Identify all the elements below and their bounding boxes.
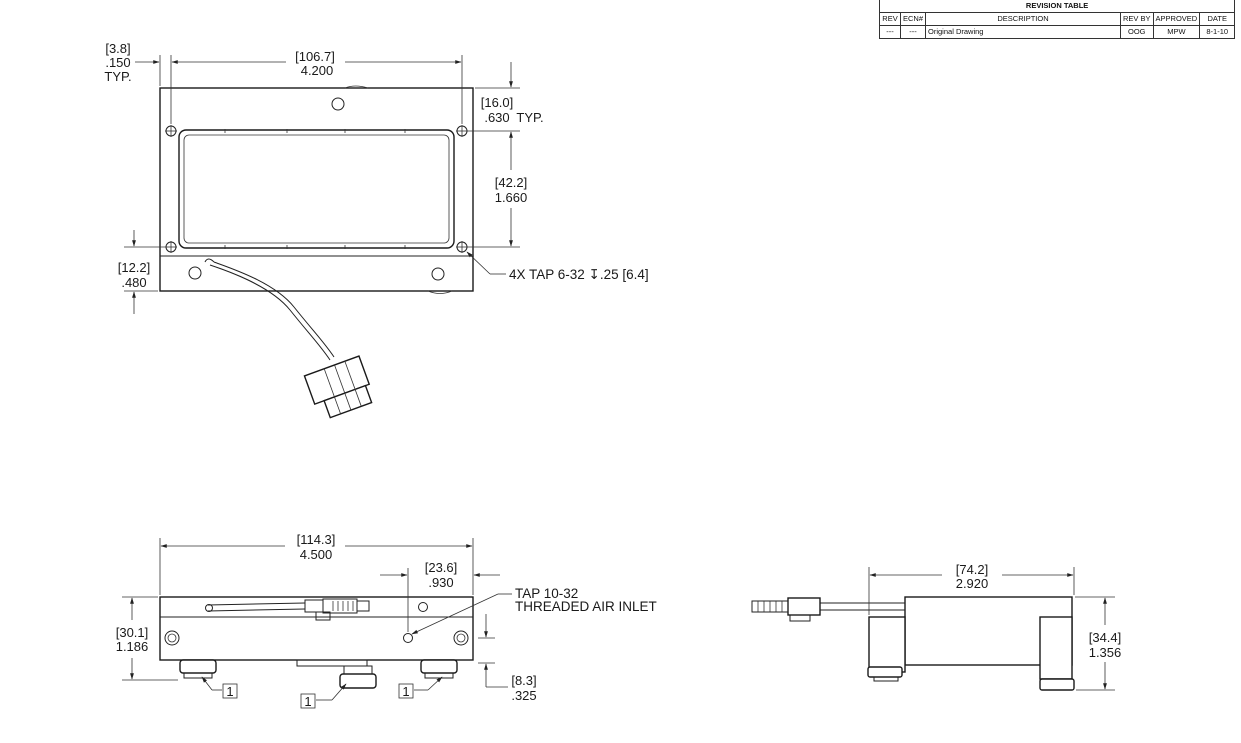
- balloon-label: 1: [226, 684, 233, 699]
- date-cell: 8-1-10: [1199, 25, 1236, 39]
- side-view: [74.2] 2.920 [34.4] 1.356: [751, 562, 1122, 691]
- side-dim-height-in: 1.356: [1089, 645, 1122, 660]
- mounting-hole: [165, 125, 177, 137]
- balloon: 1: [398, 676, 443, 699]
- dim-hole-offset-mm: [3.8]: [105, 41, 130, 56]
- foot: [179, 659, 217, 674]
- dim-inlet-height-mm: [8.3]: [511, 673, 536, 688]
- dim-hole-y-mm: [16.0]: [481, 95, 514, 110]
- foot: [1039, 678, 1075, 691]
- tap-callout: 4X TAP 6-32 ↧.25 [6.4]: [509, 267, 649, 282]
- side-dim-height-mm: [34.4]: [1089, 630, 1122, 645]
- front-view-body: [159, 596, 474, 661]
- dim-inlet-height-in: .325: [511, 688, 536, 703]
- revision-table: REVISION TABLE REV ECN# DESCRIPTION REV …: [878, 0, 1236, 39]
- dim-inlet-in: .930: [428, 575, 453, 590]
- mounting-hole: [456, 241, 468, 253]
- dim-inlet-mm: [23.6]: [425, 560, 458, 575]
- balloon: 1: [300, 683, 347, 709]
- mounting-hole: [456, 125, 468, 137]
- top-view: [106.7] 4.200 [3.8] .150 TYP. [16.0] .63…: [104, 41, 649, 419]
- dim-length-in: 4.500: [300, 547, 333, 562]
- top-view-window: [178, 129, 455, 249]
- dim-length-mm: [114.3]: [297, 532, 336, 547]
- rev-cell: ---: [879, 25, 901, 39]
- ecn-cell: ---: [899, 25, 927, 39]
- balloon: 1: [201, 676, 238, 699]
- balloon-label: 1: [304, 694, 311, 709]
- through-hole: [188, 266, 202, 280]
- dim-hole-y-note: TYP.: [516, 110, 543, 125]
- through-hole: [331, 97, 345, 111]
- foot: [339, 673, 377, 689]
- inlet-note-line1: TAP 10-32: [515, 586, 578, 601]
- foot: [867, 666, 903, 678]
- foot: [420, 659, 458, 674]
- connector: [787, 597, 821, 616]
- description-cell: Original Drawing: [925, 25, 1122, 39]
- side-dim-width-mm: [74.2]: [956, 562, 989, 577]
- mounting-hole: [165, 241, 177, 253]
- dim-height-mm: [30.1]: [116, 625, 149, 640]
- air-inlet-hole: [403, 633, 413, 643]
- dim-hole-pitch-in: 1.660: [495, 190, 528, 205]
- dim-hole-pitch-mm: [42.2]: [495, 175, 528, 190]
- dim-hole-offset-in: .150: [105, 55, 130, 70]
- side-dim-width-in: 2.920: [956, 576, 989, 591]
- front-view: [114.3] 4.500 [23.6] .930 TAP 10-32 THRE…: [116, 532, 657, 709]
- inlet-note-line2: THREADED AIR INLET: [515, 599, 657, 614]
- dim-hole-y-in: .630: [484, 110, 509, 125]
- dim-bottom-in: .480: [121, 275, 146, 290]
- table-row: --- --- Original Drawing OOG MPW 8-1-10: [879, 25, 1236, 39]
- cable: [209, 264, 331, 361]
- dim-bottom-mm: [12.2]: [118, 260, 151, 275]
- balloon-label: 1: [402, 684, 409, 699]
- through-hole: [431, 267, 445, 281]
- dim-height-in: 1.186: [116, 639, 149, 654]
- dim-hole-offset-note: TYP.: [104, 69, 131, 84]
- connector: [303, 355, 373, 419]
- approved-cell: MPW: [1152, 25, 1201, 39]
- dim-hole-span-mm: [106.7]: [295, 49, 335, 64]
- dim-hole-span-in: 4.200: [301, 63, 334, 78]
